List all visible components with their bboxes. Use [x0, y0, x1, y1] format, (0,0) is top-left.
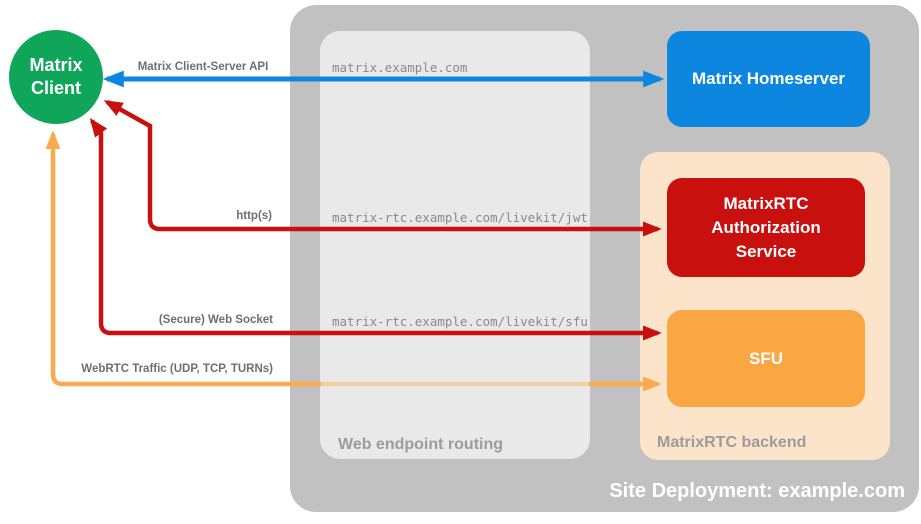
- https-arrow-label: http(s): [236, 210, 272, 222]
- site-deployment-title: Site Deployment: example.com: [609, 480, 905, 502]
- client-server-api-arrow-label: Matrix Client-Server API: [137, 61, 269, 73]
- websocket-arrow-label: (Secure) Web Socket: [158, 314, 273, 326]
- web-endpoint-routing-label: Web endpoint routing: [338, 436, 504, 453]
- sfu-node: SFU: [667, 310, 865, 407]
- matrixrtc-backend-label: MatrixRTC backend: [657, 434, 807, 451]
- matrix-homeserver-label: Matrix Homeserver: [691, 69, 846, 88]
- matrixrtc-auth-service-node: MatrixRTC Authorization Service: [667, 178, 865, 277]
- endpoint-livekit-jwt: matrix-rtc.example.com/livekit/jwt: [332, 210, 588, 225]
- matrix-client-label: Matrix Client: [29, 55, 83, 98]
- endpoint-matrix-hostname: matrix.example.com: [332, 60, 468, 75]
- matrixrtc-auth-service-label: MatrixRTC Authorization Service: [711, 193, 821, 261]
- web-endpoint-routing-container: [320, 31, 590, 459]
- matrix-client-node: Matrix Client: [9, 30, 103, 124]
- sfu-label: SFU: [749, 348, 783, 368]
- endpoint-livekit-sfu: matrix-rtc.example.com/livekit/sfu: [332, 314, 588, 329]
- matrix-homeserver-node: Matrix Homeserver: [667, 31, 870, 127]
- webrtc-traffic-arrow-label: WebRTC Traffic (UDP, TCP, TURNs): [81, 363, 273, 375]
